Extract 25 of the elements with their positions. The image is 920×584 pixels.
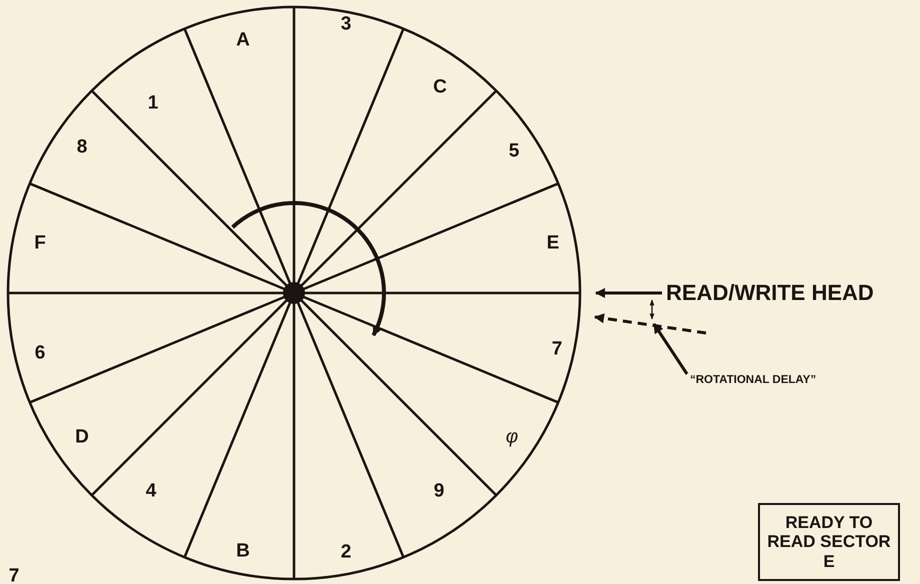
sector-label: E xyxy=(546,234,560,252)
sector-label: 7 xyxy=(552,340,562,358)
sector-label: 8 xyxy=(76,138,88,156)
sector-label: C xyxy=(433,78,447,96)
dimension-line xyxy=(647,299,657,320)
arrow xyxy=(595,288,662,298)
page-number: 7 xyxy=(8,566,20,584)
sector-label: 6 xyxy=(34,344,46,362)
sector-label: 4 xyxy=(146,482,156,500)
sector-label: D xyxy=(75,428,89,446)
sector-label: F xyxy=(34,234,46,252)
arrow xyxy=(594,313,706,334)
sector-label: A xyxy=(236,30,250,50)
sector-label: 1 xyxy=(148,94,158,112)
sector-label: φ xyxy=(506,428,518,446)
delay-label: “ROTATIONAL DELAY” xyxy=(690,372,900,388)
disk-drawing xyxy=(6,5,582,581)
sector-label: B xyxy=(236,542,250,560)
sector-label: 3 xyxy=(340,14,352,34)
sector-label: 2 xyxy=(340,542,352,562)
status-box: READY TO READ SECTOR E xyxy=(758,503,900,581)
sector-label: 5 xyxy=(508,142,520,160)
head-label: READ/WRITE HEAD xyxy=(666,279,916,307)
sector-label: 9 xyxy=(434,482,444,500)
leader-arrow xyxy=(652,323,688,375)
